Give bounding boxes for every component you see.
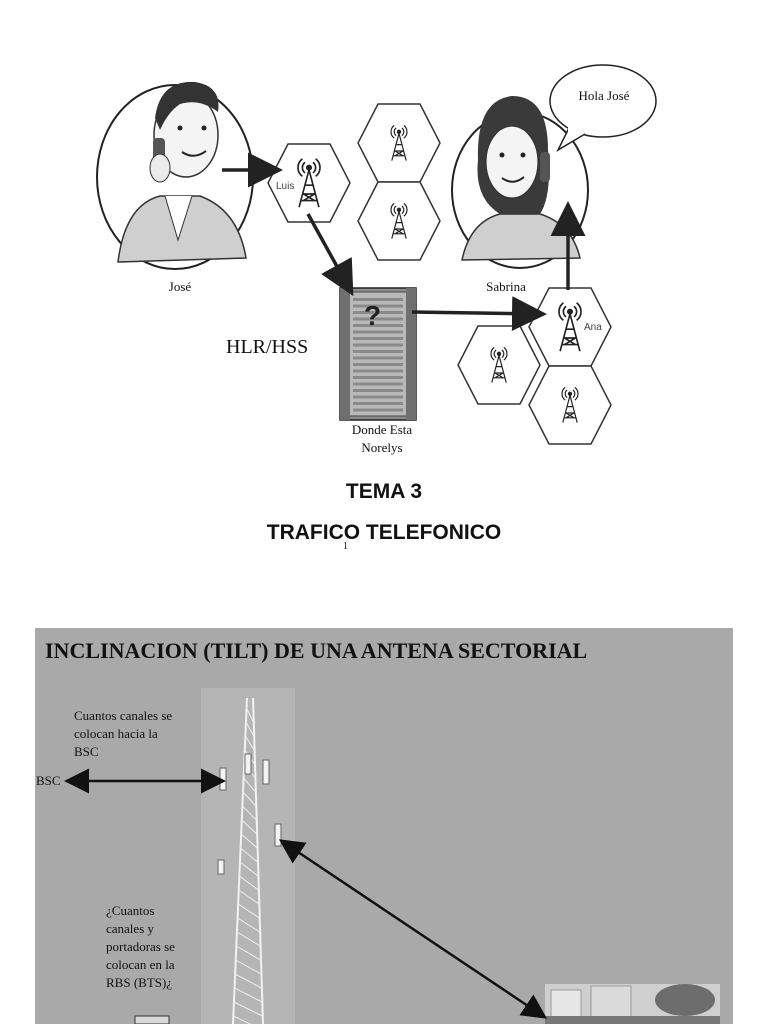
tower-icon bbox=[390, 124, 408, 161]
bsc-label: BSC bbox=[36, 773, 61, 788]
note-channels-rbs: ¿Cuantos canales y portadoras se colocan… bbox=[106, 902, 175, 992]
lattice-brace bbox=[240, 833, 258, 849]
note-bsc-line2: colocan hacia la bbox=[74, 726, 158, 741]
rack-slot bbox=[353, 402, 403, 405]
lattice-brace bbox=[234, 987, 263, 1003]
lattice-brace bbox=[237, 917, 261, 933]
lattice-brace bbox=[242, 805, 257, 821]
rack-slot bbox=[353, 382, 403, 386]
left-cell-cluster bbox=[267, 103, 441, 261]
equipment-box bbox=[134, 1015, 170, 1024]
note-rbs-line5: RBS (BTS)¿ bbox=[106, 975, 173, 990]
hlr-hss-label: HLR/HSS bbox=[226, 336, 309, 358]
lattice-brace bbox=[233, 1001, 263, 1017]
tower-icon bbox=[561, 386, 579, 423]
lattice-brace bbox=[236, 931, 261, 947]
lattice-brace bbox=[242, 791, 257, 807]
tower-icon bbox=[297, 158, 321, 208]
note-rbs-line2: canales y bbox=[106, 921, 155, 936]
rack-slot bbox=[353, 395, 403, 399]
jose-portrait bbox=[96, 81, 254, 270]
lattice-brace bbox=[244, 735, 255, 751]
lattice-brace bbox=[233, 1015, 252, 1024]
rack-slot bbox=[353, 298, 403, 301]
server-caption-line1: Donde Esta bbox=[351, 422, 413, 437]
lattice-brace bbox=[239, 861, 259, 877]
rack-slot bbox=[353, 363, 403, 366]
rack-slot bbox=[353, 337, 403, 340]
server-caption: Donde Esta Norelys bbox=[328, 421, 436, 457]
tema-heading: TEMA 3 bbox=[345, 480, 423, 503]
server-caption-line2: Norelys bbox=[361, 440, 403, 455]
lattice-brace bbox=[245, 721, 255, 737]
lattice-tower bbox=[232, 697, 264, 1024]
rack-slot bbox=[353, 343, 403, 347]
rack-slot bbox=[353, 350, 403, 353]
rack-slot bbox=[353, 376, 403, 379]
lattice-brace bbox=[238, 889, 260, 905]
jose-name: José bbox=[168, 279, 192, 294]
lattice-brace bbox=[241, 819, 258, 835]
lattice-brace bbox=[234, 973, 262, 989]
note-rbs-line1: ¿Cuantos bbox=[106, 903, 155, 918]
rack-slot bbox=[353, 369, 403, 373]
sabrina-portrait bbox=[451, 96, 589, 269]
server-question-mark: ? bbox=[364, 300, 382, 331]
lattice-brace bbox=[243, 777, 256, 793]
rack-slot bbox=[353, 330, 403, 334]
note-channels-bsc: Cuantos canales se colocan hacia la BSC bbox=[74, 707, 172, 761]
note-bsc-line3: BSC bbox=[74, 744, 99, 759]
note-rbs-line3: portadoras se bbox=[106, 939, 175, 954]
lattice-brace bbox=[237, 903, 260, 919]
call-flow-arrows bbox=[222, 152, 586, 332]
tower-photo-backdrop bbox=[201, 688, 295, 1024]
rack-slot bbox=[353, 408, 403, 412]
cell-label-ana: Ana bbox=[584, 322, 602, 333]
rack-slot bbox=[353, 324, 403, 327]
tower-icon bbox=[558, 302, 582, 352]
slide2-title: INCLINACION (TILT) DE UNA ANTENA SECTORI… bbox=[45, 638, 588, 663]
speech-bubble bbox=[549, 64, 657, 152]
tower-icon bbox=[390, 202, 408, 239]
rack-slot bbox=[353, 311, 403, 314]
tower-icon bbox=[490, 346, 508, 383]
note-rbs-line4: colocan en la bbox=[106, 957, 175, 972]
note-bsc-line1: Cuantos canales se bbox=[74, 708, 173, 723]
sabrina-name: Sabrina bbox=[486, 279, 526, 294]
rack-slot bbox=[353, 356, 403, 360]
right-cell-cluster bbox=[457, 287, 612, 445]
rack-slot bbox=[353, 317, 403, 321]
cell-label-luis: Luis bbox=[276, 181, 295, 192]
page-number: 1 bbox=[343, 541, 348, 552]
lattice-brace bbox=[246, 707, 254, 723]
tower-illustration bbox=[64, 688, 720, 1024]
network-diagram bbox=[96, 64, 657, 445]
rack-slots bbox=[353, 298, 403, 412]
rack-slot bbox=[353, 304, 403, 308]
lattice-brace bbox=[240, 847, 258, 863]
slide-antenna-tilt: INCLINACION (TILT) DE UNA ANTENA SECTORI… bbox=[35, 628, 733, 1024]
slide-subtitle: TRAFICO TELEFONICO bbox=[266, 521, 502, 544]
lattice-brace bbox=[235, 959, 262, 975]
tilt-arrows bbox=[64, 768, 548, 1019]
lattice-brace bbox=[236, 945, 261, 961]
buildings-photo bbox=[545, 984, 720, 1024]
speech-bubble-text: Hola José bbox=[578, 88, 630, 103]
antenna-tower-icons bbox=[297, 124, 582, 423]
slide-telephone-traffic: José Sabrina Hola José Luis Ana ? HLR/HS… bbox=[96, 64, 657, 552]
lattice-brace bbox=[239, 875, 259, 891]
rack-slot bbox=[353, 389, 403, 392]
